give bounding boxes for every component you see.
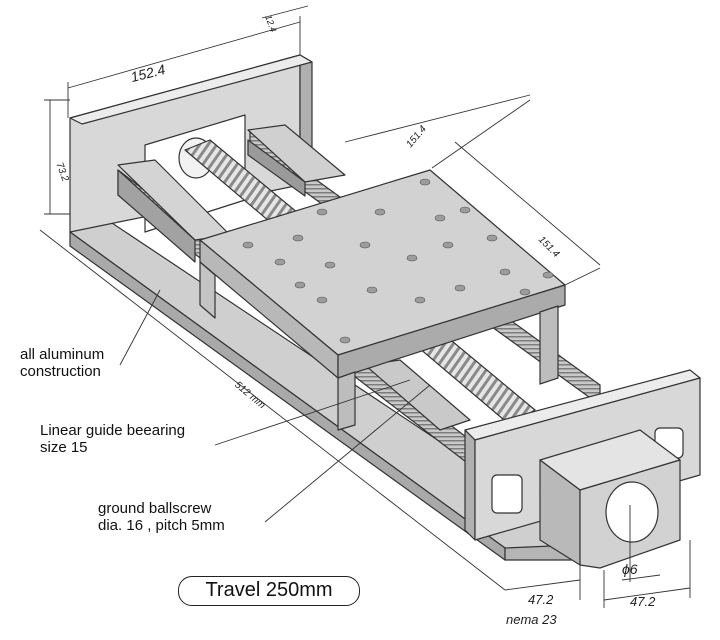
shaft-dimension: ϕ6	[622, 561, 638, 577]
aluminum-callout-line2: construction	[20, 363, 101, 380]
dimension-lines	[39, 5, 691, 608]
ballscrew-callout-line1: ground ballscrew	[98, 500, 212, 517]
aluminum-callout: all aluminum construction	[20, 346, 104, 380]
carriage-holes	[242, 178, 554, 344]
height-dimension: 73.2	[53, 161, 70, 183]
motor-mount-dimension: 47.2	[528, 592, 554, 607]
carriage	[199, 169, 566, 431]
ballscrew-callout-line2: dia. 16 , pitch 5mm	[98, 517, 225, 534]
aluminum-callout-line1: all aluminum	[20, 346, 105, 363]
guide-callout-line1: Linear guide beearing	[40, 422, 186, 439]
motor-mount-block	[539, 429, 681, 569]
motor-mount-dimension-2: 47.2	[630, 594, 656, 609]
ballscrew-callout: ground ballscrew dia. 16 , pitch 5mm	[98, 500, 225, 534]
carriage-length-dimension: 151.4	[404, 124, 429, 151]
carriage-width-dimension: 151.4	[536, 234, 562, 260]
guide-callout-line2: size 15	[40, 439, 88, 456]
thickness-dimension: 12.4	[263, 14, 278, 34]
width-dimension: 152.4	[129, 61, 167, 85]
guide-callout: Linear guide beearing size 15	[40, 422, 185, 456]
motor-label: nema 23	[506, 612, 557, 627]
travel-label: Travel 250mm	[178, 576, 360, 606]
base-plate	[69, 214, 576, 561]
